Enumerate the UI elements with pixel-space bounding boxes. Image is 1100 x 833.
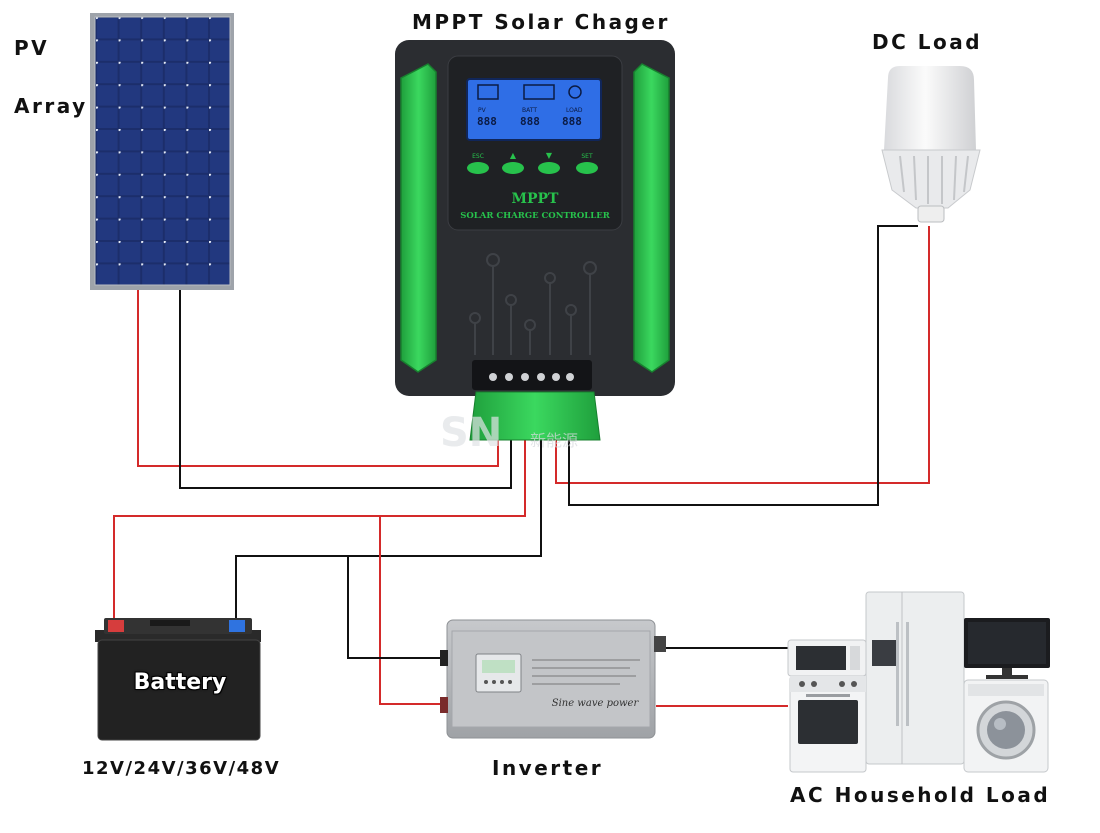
- watermark-cn: 新能源: [530, 431, 578, 450]
- esc-button[interactable]: [467, 162, 489, 174]
- down-button[interactable]: [538, 162, 560, 174]
- battery-label: Battery: [110, 670, 250, 695]
- microwave-icon: [788, 640, 866, 676]
- watermark-text: SN: [440, 410, 502, 456]
- controller-subtitle: SOLAR CHARGE CONTROLLER: [460, 211, 610, 221]
- inverter-caption: Sine wave power: [552, 698, 640, 709]
- tv-icon: [964, 618, 1050, 679]
- controller-logo: MPPT: [512, 191, 560, 207]
- inverter-negative-wire: [348, 556, 440, 658]
- washing-machine-icon: [964, 680, 1048, 772]
- refrigerator-icon: [866, 592, 964, 764]
- lcd-load-digits: 888: [562, 115, 582, 128]
- up-button[interactable]: [502, 162, 524, 174]
- up-button-label: ▲: [510, 151, 517, 160]
- charge-controller: PV BATT LOAD 888 888 888 ESC ▲ ▼ SET MPP…: [395, 40, 675, 456]
- solar-panel-icon: [90, 13, 234, 290]
- esc-button-label: ESC: [472, 153, 484, 160]
- down-button-label: ▼: [546, 151, 553, 160]
- lcd-load-unit: LOAD: [566, 107, 583, 114]
- lcd-batt-unit: BATT: [522, 107, 537, 114]
- inverter-positive-wire: [380, 516, 440, 704]
- ac-appliances: [788, 592, 1050, 772]
- oven-icon: [790, 676, 866, 772]
- set-button-label: SET: [581, 153, 593, 160]
- set-button[interactable]: [576, 162, 598, 174]
- lcd-pv-digits: 888: [477, 115, 497, 128]
- lcd-pv-unit: PV: [478, 107, 487, 114]
- inverter-icon: Sine wave power: [440, 620, 666, 738]
- led-bulb-icon: [882, 66, 980, 222]
- lcd-batt-digits: 888: [520, 115, 540, 128]
